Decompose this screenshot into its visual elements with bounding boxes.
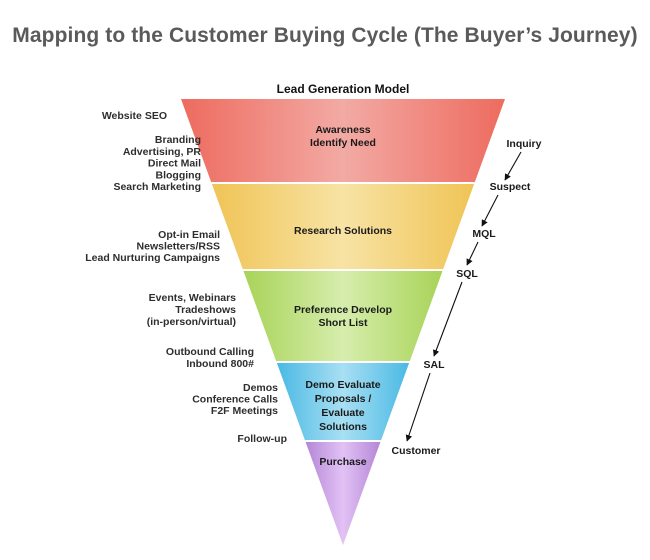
stage-label-demo-evaluate-line: Solutions xyxy=(319,421,367,433)
activity-follow-up-line: Follow-up xyxy=(237,433,287,445)
activity-email-nurturing-line: Lead Nurturing Campaigns xyxy=(85,252,220,264)
stage-label-preference-short-list-line: Short List xyxy=(319,317,369,329)
stage-label-purchase: Purchase xyxy=(319,456,366,468)
status-suspect: Suspect xyxy=(490,181,531,193)
activity-follow-up: Follow-up xyxy=(237,433,287,445)
activity-events-tradeshows-line: Tradeshows xyxy=(175,304,236,316)
activity-branding-advertising-line: Advertising, PR xyxy=(123,146,202,158)
status-sql: SQL xyxy=(456,268,478,280)
stage-label-research-solutions: Research Solutions xyxy=(294,225,392,237)
stage-label-demo-evaluate-line: Evaluate xyxy=(321,407,364,419)
funnel-stage-demo-evaluate xyxy=(276,362,410,441)
stage-label-awareness-line: Awareness xyxy=(315,124,370,136)
status-arrow xyxy=(466,241,479,266)
activity-branding-advertising-line: Blogging xyxy=(156,169,202,181)
activity-branding-advertising-line: Branding xyxy=(155,134,201,146)
activity-seo-line: Website SEO xyxy=(102,110,167,122)
stage-label-awareness-line: Identify Need xyxy=(310,137,376,149)
funnel-stage-purchase xyxy=(305,441,381,545)
activity-email-nurturing-line: Newsletters/RSS xyxy=(137,241,220,253)
activity-branding-advertising-line: Search Marketing xyxy=(113,181,201,193)
status-customer: Customer xyxy=(391,445,440,457)
lead-generation-model-title: Lead Generation Model xyxy=(277,82,410,96)
status-sal: SAL xyxy=(424,359,446,371)
funnel-stage-awareness xyxy=(181,99,505,183)
status-arrow xyxy=(405,372,431,442)
activity-events-tradeshows-line: (in-person/virtual) xyxy=(147,316,236,328)
stage-label-research-solutions-line: Research Solutions xyxy=(294,225,392,237)
activity-events-tradeshows-line: Events, Webinars xyxy=(149,292,236,304)
activity-calling-line: Outbound Calling xyxy=(166,346,254,358)
activity-demos-meetings-line: Conference Calls xyxy=(192,394,278,406)
page-title: Mapping to the Customer Buying Cycle (Th… xyxy=(12,24,638,47)
activity-seo: Website SEO xyxy=(102,110,167,122)
funnel-stage-research-solutions xyxy=(211,183,475,270)
status-mql: MQL xyxy=(472,228,496,240)
activity-calling-line: Inbound 800# xyxy=(186,358,254,370)
stage-label-purchase-line: Purchase xyxy=(319,456,366,468)
stage-label-preference-short-list-line: Preference Develop xyxy=(294,304,392,316)
activity-demos-meetings-line: Demos xyxy=(243,382,278,394)
activity-email-nurturing-line: Opt-in Email xyxy=(158,229,220,241)
activity-demos-meetings-line: F2F Meetings xyxy=(211,405,278,417)
status-arrow xyxy=(481,194,499,227)
status-inquiry: Inquiry xyxy=(506,138,541,150)
status-arrow xyxy=(433,281,463,357)
status-arrow xyxy=(504,151,522,181)
funnel xyxy=(181,99,505,545)
stage-label-demo-evaluate-line: Demo Evaluate xyxy=(305,379,380,391)
activity-branding-advertising-line: Direct Mail xyxy=(148,158,201,170)
stage-label-demo-evaluate-line: Proposals / xyxy=(315,393,372,405)
funnel-stage-preference-short-list xyxy=(243,270,443,362)
